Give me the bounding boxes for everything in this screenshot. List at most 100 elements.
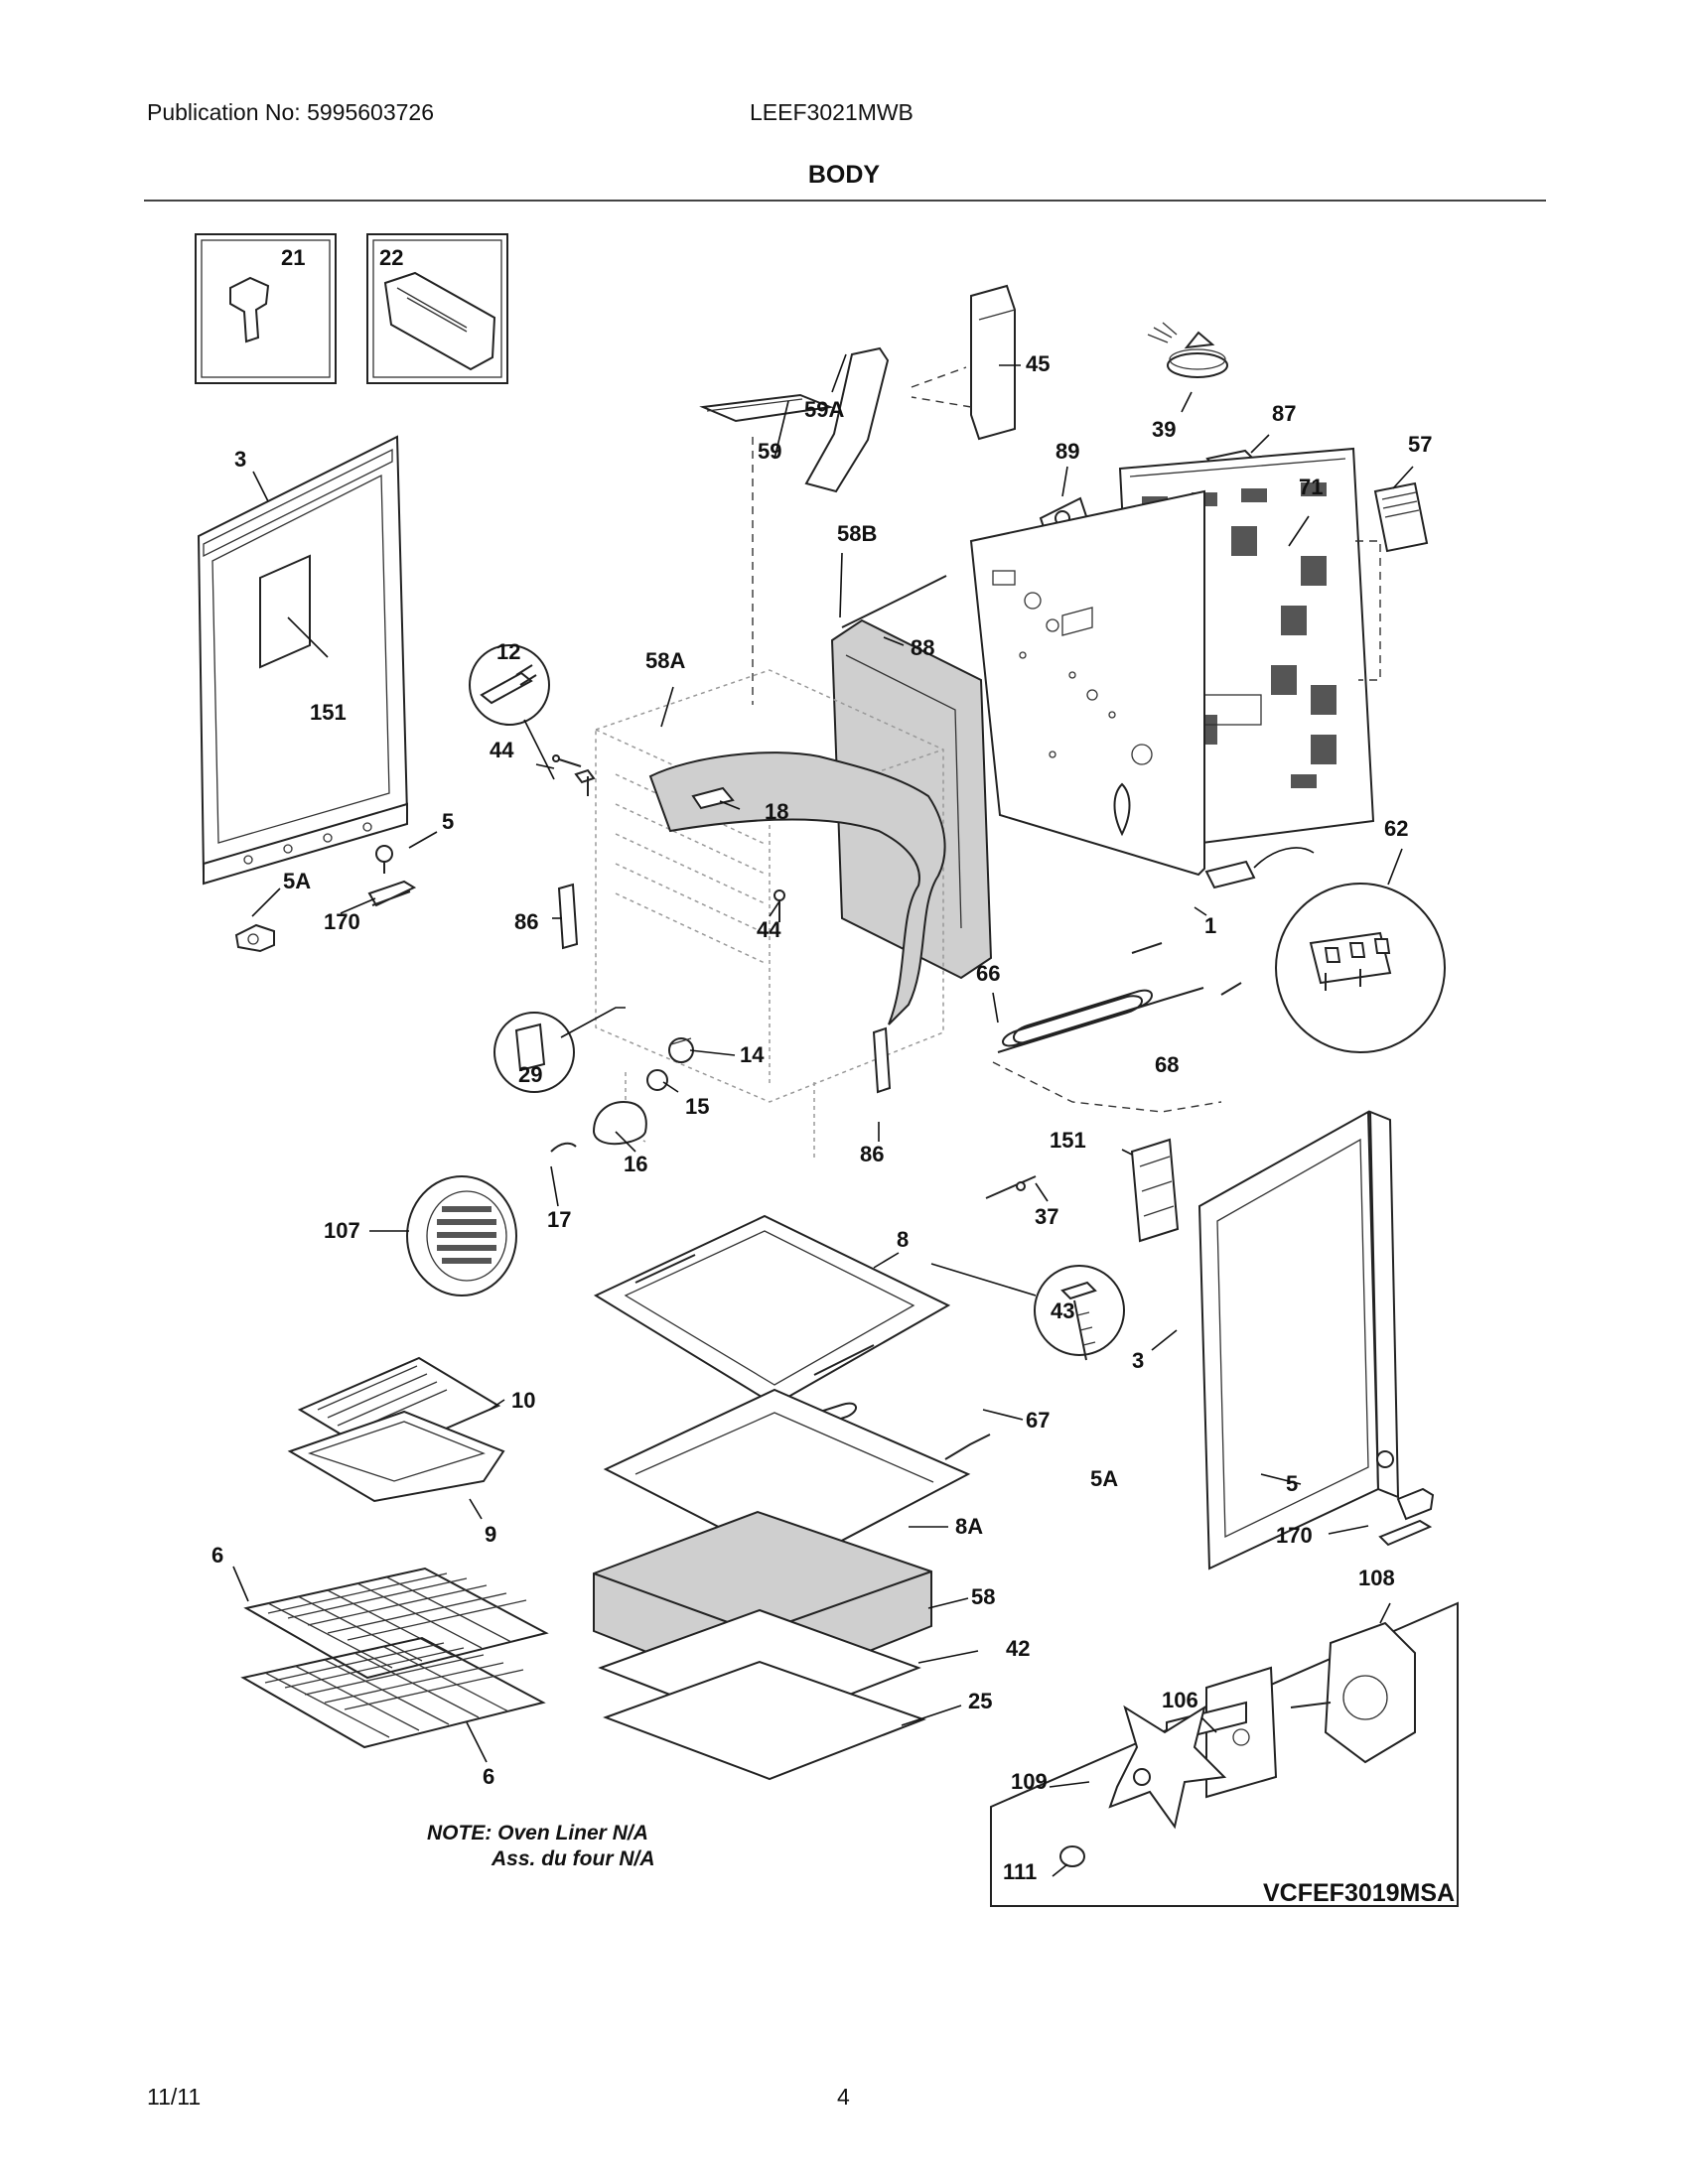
label-8A: 8A xyxy=(955,1514,983,1539)
label-9: 9 xyxy=(485,1522,496,1547)
label-3-left: 3 xyxy=(234,447,246,472)
label-37: 37 xyxy=(1035,1204,1058,1229)
part-39-wire-harness xyxy=(1147,322,1228,378)
label-1: 1 xyxy=(1204,913,1216,938)
label-21: 21 xyxy=(281,245,305,270)
part-37-wire xyxy=(985,1175,1037,1199)
label-45: 45 xyxy=(1026,351,1050,376)
label-86-left: 86 xyxy=(514,909,538,934)
page-number: 4 xyxy=(837,2084,850,2110)
label-29: 29 xyxy=(518,1062,542,1087)
label-18: 18 xyxy=(765,799,788,824)
label-57: 57 xyxy=(1408,432,1432,457)
part-44-clip-upper xyxy=(552,754,582,767)
label-6-upper: 6 xyxy=(211,1543,223,1568)
label-58: 58 xyxy=(971,1584,995,1609)
part-59-duct xyxy=(699,393,834,423)
part-21-inset xyxy=(195,233,337,384)
part-5-screw-right xyxy=(1376,1450,1394,1468)
label-86-right: 86 xyxy=(860,1142,884,1166)
label-12: 12 xyxy=(496,639,520,664)
label-62: 62 xyxy=(1384,816,1408,841)
part-29-inset xyxy=(493,1012,575,1093)
part-17-clip xyxy=(550,1142,577,1153)
part-22-inset xyxy=(366,233,508,384)
part-58A-insulation-wrap xyxy=(648,751,946,1025)
part-45-shield xyxy=(970,284,1016,441)
part-86-bracket-left xyxy=(557,883,579,950)
label-44-lower: 44 xyxy=(757,917,781,942)
label-59A: 59A xyxy=(804,397,844,422)
label-106: 106 xyxy=(1162,1688,1198,1712)
label-170-left: 170 xyxy=(324,909,360,934)
part-107-fan-cover xyxy=(406,1175,517,1297)
label-43: 43 xyxy=(1051,1298,1074,1323)
part-66-bake-element xyxy=(997,942,1242,1053)
part-68-wire xyxy=(992,1061,1222,1113)
part-15-bulb xyxy=(646,1069,668,1091)
part-88-wire xyxy=(841,575,947,628)
label-58A: 58A xyxy=(645,648,685,673)
label-6-lower: 6 xyxy=(483,1764,494,1789)
header-divider xyxy=(144,200,1546,202)
label-8: 8 xyxy=(897,1227,909,1252)
label-170-right: 170 xyxy=(1276,1523,1313,1548)
label-3-right: 3 xyxy=(1132,1348,1144,1373)
label-39: 39 xyxy=(1152,417,1176,442)
part-57-cover xyxy=(1373,481,1429,553)
part-18-clip xyxy=(691,786,735,810)
part-9-broiler-pan xyxy=(287,1410,505,1503)
part-6-oven-rack-upper xyxy=(243,1567,549,1680)
label-111: 111 xyxy=(1003,1859,1037,1884)
label-5-left: 5 xyxy=(442,809,454,834)
part-5A-bracket-left xyxy=(234,923,275,953)
label-71: 71 xyxy=(1299,475,1323,499)
page-title: BODY xyxy=(807,161,881,189)
label-5A-right: 5A xyxy=(1090,1466,1118,1491)
label-87: 87 xyxy=(1272,401,1296,426)
part-62-terminal-block xyxy=(1204,860,1256,889)
diagram-code: VCFEF3019MSA xyxy=(1263,1879,1455,1907)
label-151-left: 151 xyxy=(310,700,347,725)
part-14-lamp-socket xyxy=(668,1037,694,1063)
label-107: 107 xyxy=(324,1218,360,1243)
part-5-screw-left xyxy=(375,845,393,874)
part-86-bracket-right xyxy=(872,1026,892,1094)
label-14: 14 xyxy=(740,1042,765,1067)
part-43-inset xyxy=(1034,1265,1125,1361)
label-58B: 58B xyxy=(837,521,877,546)
label-88: 88 xyxy=(911,635,934,660)
part-6-oven-rack-lower xyxy=(240,1636,546,1749)
part-1-back-wall xyxy=(969,489,1205,877)
part-170-clip-left xyxy=(367,880,417,907)
part-12-sensor xyxy=(574,768,596,796)
label-15: 15 xyxy=(685,1094,709,1119)
label-151-right: 151 xyxy=(1050,1128,1086,1153)
part-151-bracket-right xyxy=(1130,1138,1180,1243)
part-5A-bracket-right xyxy=(1396,1487,1435,1521)
side-panel-left xyxy=(197,435,409,886)
label-66: 66 xyxy=(976,961,1000,986)
label-68: 68 xyxy=(1155,1052,1179,1077)
part-44-clip-lower xyxy=(774,889,785,922)
label-42: 42 xyxy=(1006,1636,1030,1661)
label-22: 22 xyxy=(379,245,403,270)
label-109: 109 xyxy=(1011,1769,1048,1794)
model-number: LEEF3021MWB xyxy=(750,99,914,125)
label-25: 25 xyxy=(968,1689,992,1713)
footer-date: 11/11 xyxy=(147,2084,202,2110)
part-25-panel xyxy=(603,1660,926,1781)
label-89: 89 xyxy=(1055,439,1079,464)
label-16: 16 xyxy=(624,1152,647,1176)
part-8-oven-bottom xyxy=(593,1214,951,1407)
part-170-clip-right xyxy=(1378,1519,1433,1547)
label-44-upper: 44 xyxy=(490,738,514,762)
label-59: 59 xyxy=(758,439,781,464)
part-62-inset xyxy=(1275,883,1446,1053)
side-panel-right xyxy=(1197,1110,1400,1570)
part-16-lens xyxy=(592,1100,647,1146)
label-17: 17 xyxy=(547,1207,571,1232)
label-5-right: 5 xyxy=(1286,1471,1298,1496)
leader-lines xyxy=(232,353,1414,1877)
